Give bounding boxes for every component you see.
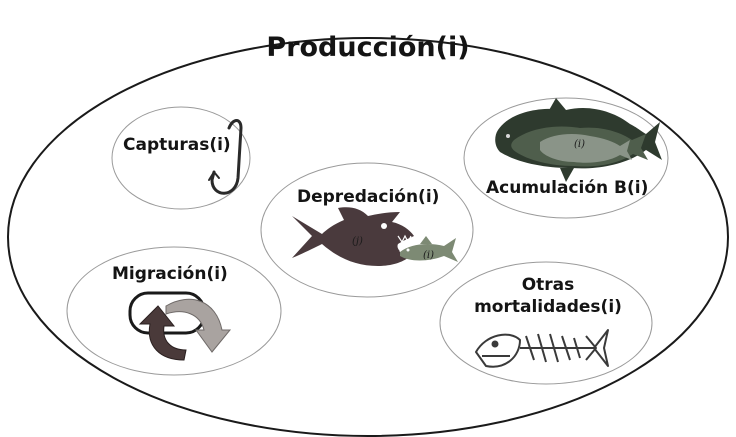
predator-tag: (j) [352, 236, 363, 247]
otras-mortalidades-line2: mortalidades(i) [468, 296, 628, 318]
capturas-ellipse [112, 107, 250, 209]
otras-mortalidades-line1: Otras [468, 274, 628, 296]
diagram-title: Producción(i) [0, 32, 736, 63]
migracion-label: Migración(i) [112, 264, 228, 284]
acumulacion-label: Acumulación B(i) [486, 178, 648, 198]
capturas-label: Capturas(i) [123, 135, 231, 155]
depredacion-label: Depredación(i) [297, 187, 439, 207]
school-fish-tag: (i) [574, 139, 585, 150]
prey-tag: (i) [423, 250, 434, 261]
